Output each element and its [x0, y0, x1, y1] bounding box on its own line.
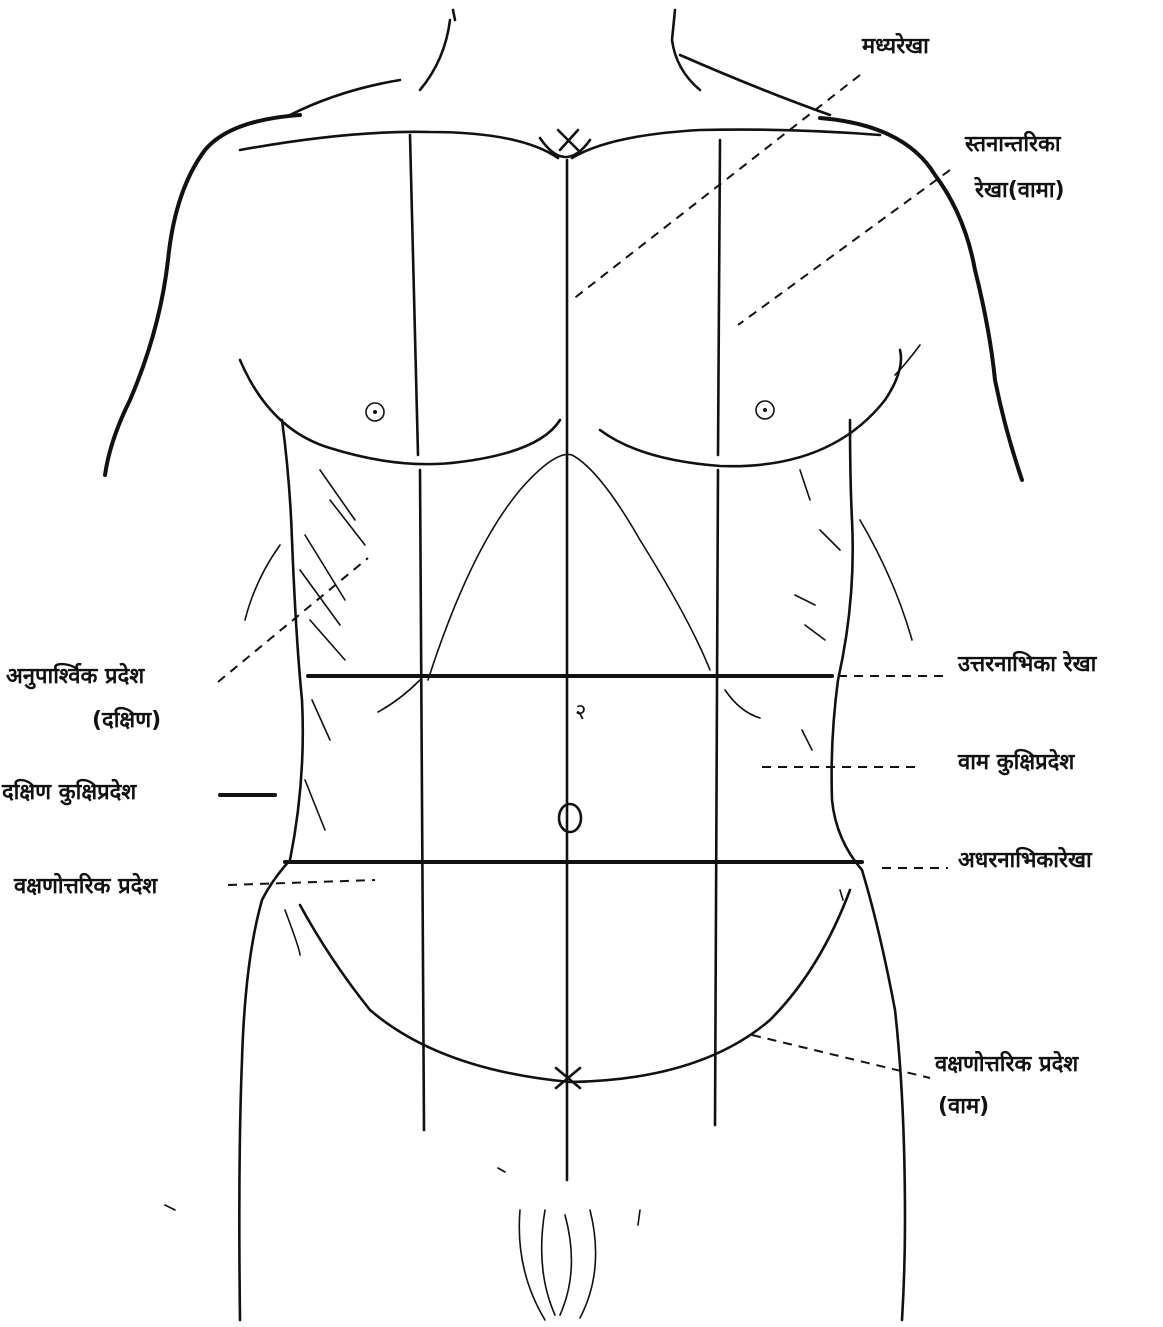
- lumbar-region-left-label: वाम कुक्षिप्रदेश: [958, 748, 1074, 778]
- label-leaders: [218, 75, 950, 1078]
- intermammary-line-label-1: स्तनान्तरिका: [965, 130, 1061, 160]
- reference-lines: [285, 130, 862, 1180]
- inguinal-region-left-label-2: (वाम): [938, 1092, 989, 1122]
- upper-umbilical-line-label: उत्तरनाभिका रेखा: [958, 650, 1096, 680]
- right-mammary-line-lower: [420, 470, 424, 1130]
- inguinal-region-left-label-1: वक्षणोत्तरिक प्रदेश: [935, 1050, 1078, 1080]
- region-number-label: २: [575, 698, 586, 728]
- lower-umbilical-line-label: अधरनाभिकारेखा: [958, 846, 1092, 876]
- lateral-region-right-label-1: अनुपार्श्विक प्रदेश: [6, 662, 144, 692]
- torso-outline: [105, 10, 1022, 1320]
- lumbar-region-right-label: दक्षिण कुक्षिप्रदेश: [2, 778, 136, 808]
- midline-label: मध्यरेखा: [862, 32, 929, 62]
- right-inguinal-leader: [228, 880, 375, 885]
- lateral-region-right-label-2: (दक्षिण): [92, 706, 161, 736]
- right-mammary-line-upper: [410, 135, 418, 455]
- left-mammary-line-lower: [715, 470, 718, 1125]
- intermammary-leader: [738, 170, 950, 325]
- left-inguinal-leader: [752, 1035, 930, 1078]
- sternal-notch-mark: [558, 130, 578, 150]
- left-mammary-line-upper: [718, 140, 720, 455]
- intermammary-line-label-2: रेखा(वामा): [975, 176, 1065, 206]
- inguinal-region-right-label: वक्षणोत्तरिक प्रदेश: [14, 872, 157, 902]
- umbilicus: [559, 804, 581, 832]
